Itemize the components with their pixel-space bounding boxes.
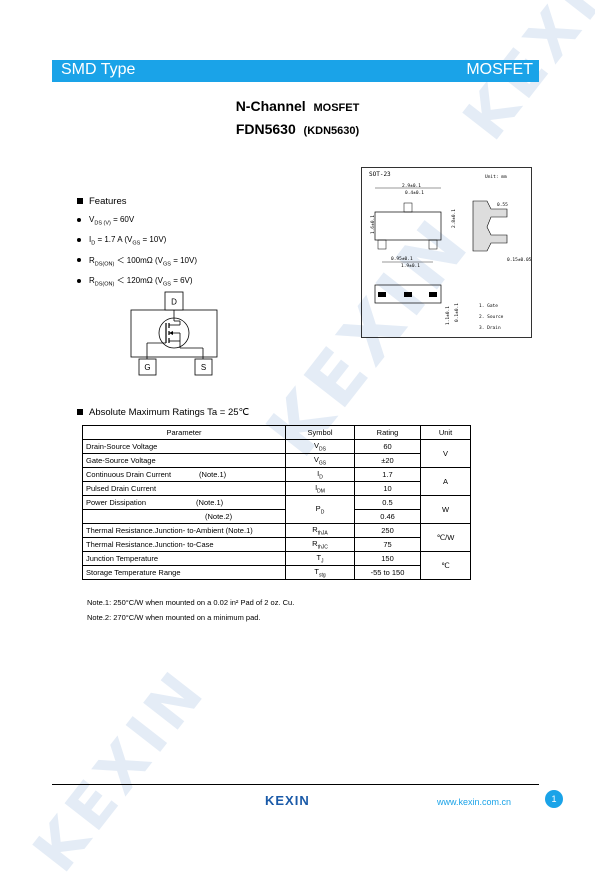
gate-label: G	[144, 363, 150, 372]
pin-2-label: 2. Source	[479, 314, 504, 320]
pin-3-label: 3. Drain	[479, 325, 501, 331]
table-row: Junction Temperature TJ 150 ℃	[82, 551, 471, 580]
svg-text:2.9±0.1: 2.9±0.1	[402, 183, 421, 189]
note-2: Note.2: 270°C/W when mounted on a minimu…	[87, 613, 261, 622]
package-name: SOT-23	[369, 171, 391, 178]
table-row: (Note.2) 0.46	[82, 509, 471, 524]
svg-text:0.1±0.1: 0.1±0.1	[454, 303, 460, 322]
svg-text:1.1±0.1: 1.1±0.1	[445, 306, 451, 325]
package-outline-drawing: SOT-23 Unit: mm 2.9±0.1 0.4±0.1 1.6±0.1 …	[361, 167, 532, 338]
svg-text:1.6±0.1: 1.6±0.1	[370, 215, 376, 234]
drain-label: D	[171, 298, 177, 307]
source-label: S	[201, 363, 206, 372]
feature-item: VDS (V) = 60V	[77, 212, 197, 232]
header-type: SMD Type	[61, 61, 136, 78]
table-row: Drain-Source Voltage VDS 60 V	[82, 439, 471, 468]
part-number: FDN5630 (KDN5630)	[235, 121, 360, 137]
table-row: Continuous Drain Current(Note.1) ID 1.7 …	[82, 467, 471, 496]
pin-1-label: 1. Gate	[479, 303, 498, 309]
footer-divider	[52, 784, 539, 785]
svg-text:0.55: 0.55	[497, 202, 508, 208]
table-row: Thermal Resistance.Junction- to-Ambient …	[82, 523, 471, 552]
mosfet-schematic: D G S	[130, 291, 218, 376]
footer-url[interactable]: www.kexin.com.cn	[437, 797, 512, 807]
table-row: Thermal Resistance.Junction- to-Case Rth…	[82, 537, 471, 552]
table-row: Pulsed Drain Current IDM 10	[82, 481, 471, 496]
features-heading: Features	[77, 196, 127, 207]
header-bar: SMD Type MOSFET	[52, 60, 539, 82]
feature-item: RDS(ON) ＜ 120mΩ (VGS = 6V)	[77, 273, 197, 293]
svg-text:1.9±0.1: 1.9±0.1	[401, 263, 420, 269]
feature-item: ID = 1.7 A (VGS = 10V)	[77, 232, 197, 252]
table-row: Storage Temperature Range Tstg -55 to 15…	[82, 565, 471, 580]
page-title: N-Channel MOSFET	[235, 98, 360, 114]
note-1: Note.1: 250°C/W when mounted on a 0.02 i…	[87, 598, 295, 607]
svg-text:0.95±0.1: 0.95±0.1	[391, 256, 413, 262]
table-row: Power Dissipation(Note.1) PD 0.5 W	[82, 495, 471, 524]
kexin-logo: KEXIN	[265, 793, 310, 808]
package-unit: Unit: mm	[485, 174, 507, 180]
header-category: MOSFET	[466, 61, 533, 78]
table-row: Gate-Source Voltage VGS ±20	[82, 453, 471, 468]
svg-text:0.15±0.05: 0.15±0.05	[507, 257, 532, 263]
ratings-heading: Absolute Maximum Ratings Ta = 25℃	[77, 407, 249, 418]
page-number-badge: 1	[545, 790, 563, 808]
svg-text:2.8±0.1: 2.8±0.1	[451, 209, 457, 228]
svg-text:0.4±0.1: 0.4±0.1	[405, 190, 424, 196]
feature-item: RDS(ON) ＜ 100mΩ (VGS = 10V)	[77, 253, 197, 273]
watermark-bottom-left: KEXIN	[20, 655, 221, 885]
